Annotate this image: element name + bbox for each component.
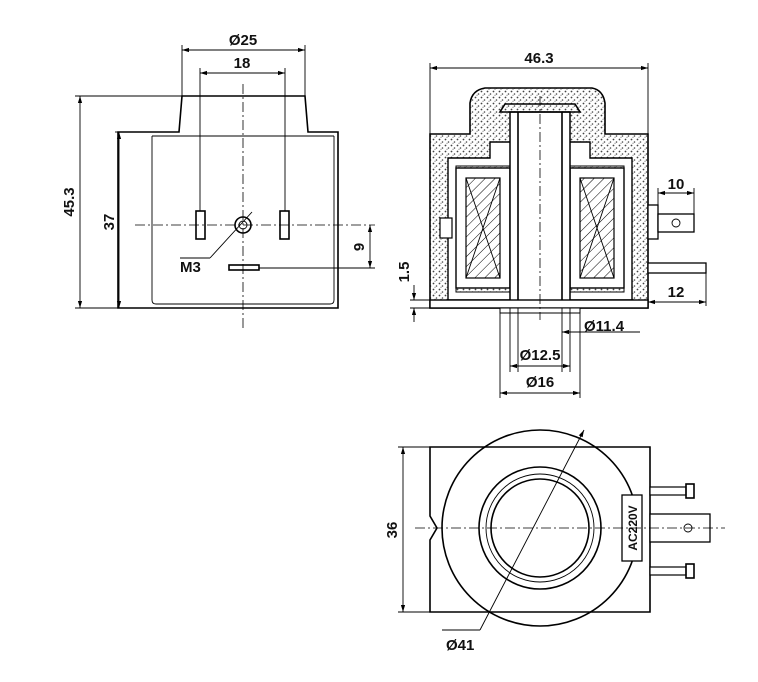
dim-bore-12-5: Ø12.5 — [520, 347, 561, 364]
dim-total-height: 45.3 — [61, 187, 78, 216]
terminal-bottom — [647, 262, 707, 274]
section-view: 46.3 10 12 1.5 Ø11.4 Ø12.5 Ø16 — [396, 50, 707, 398]
front-pin-right — [279, 210, 290, 240]
dim-bore-16: Ø16 — [526, 374, 554, 391]
dim-terminal-10: 10 — [668, 176, 685, 193]
front-body-outline — [117, 95, 339, 309]
dim-bore-11-4: Ø11.4 — [584, 318, 625, 335]
front-pin-left — [195, 210, 206, 240]
top-body-outline — [429, 446, 651, 613]
dim-top-diameter: Ø41 — [446, 637, 474, 654]
dim-outer-diameter: Ø25 — [229, 32, 257, 49]
dim-top-height: 36 — [384, 522, 401, 539]
dim-screw-offset: 9 — [351, 243, 368, 251]
front-view: Ø25 18 45.3 37 9 M3 — [61, 32, 375, 328]
front-screw-hole — [234, 216, 252, 234]
dim-terminal-12: 12 — [668, 284, 685, 301]
dim-pin-spacing: 18 — [234, 55, 251, 72]
dim-section-width: 46.3 — [524, 50, 553, 67]
top-terminal-lower — [649, 566, 687, 576]
label-screw-m3: M3 — [180, 259, 201, 276]
dim-body-height: 37 — [101, 214, 118, 231]
terminal-block — [647, 204, 659, 240]
dim-base-thickness: 1.5 — [396, 262, 413, 283]
front-slot — [228, 264, 260, 271]
top-terminal-upper — [649, 486, 687, 496]
top-view: AC220V 36 Ø41 — [384, 429, 725, 654]
